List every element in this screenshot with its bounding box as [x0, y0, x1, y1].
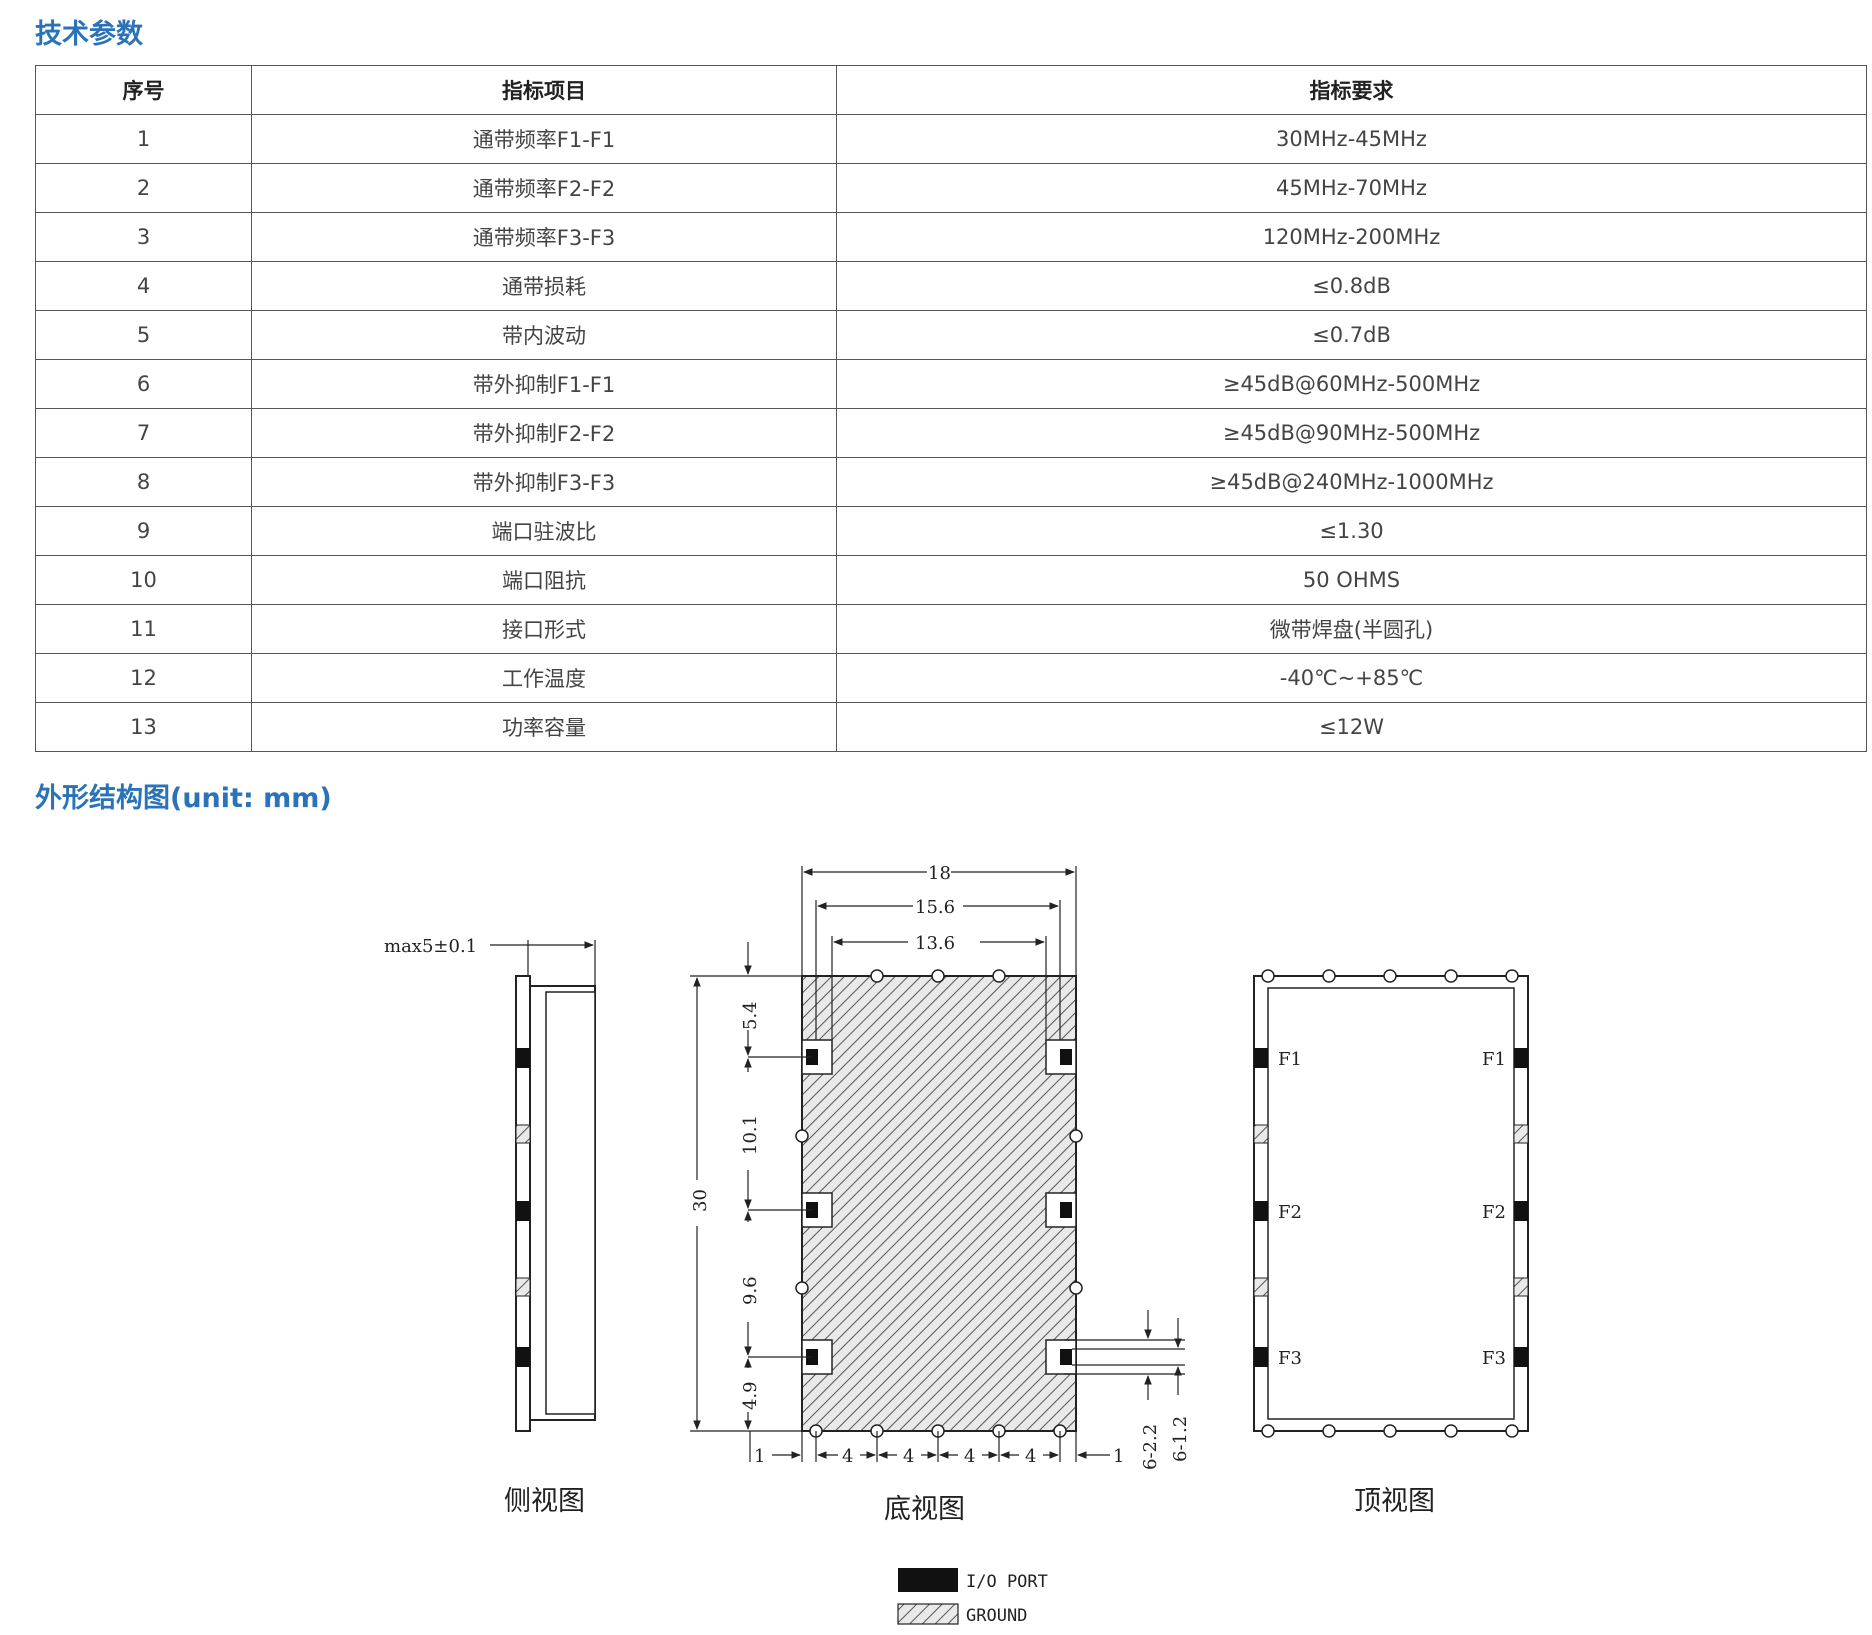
width-dim-15-6: 15.6 — [915, 897, 955, 918]
side-io-pad — [516, 1347, 530, 1367]
height-dim-30: 30 — [690, 1189, 711, 1212]
cell-item: 通带频率F2-F2 — [251, 163, 837, 213]
port-label-left-f1: F1 — [1278, 1049, 1302, 1070]
cell-index: 9 — [35, 506, 252, 556]
pad-dim-2-2: 6-2.2 — [1140, 1424, 1161, 1470]
cell-item: 通带损耗 — [251, 261, 837, 311]
bottom-dim-4: 4 — [964, 1446, 975, 1467]
cell-item: 通带频率F1-F1 — [251, 114, 837, 164]
cell-requirement: ≥45dB@60MHz-500MHz — [836, 359, 1867, 409]
side-ground-pad — [515, 1124, 531, 1144]
drawing-section-title: 外形结构图(unit: mm) — [35, 783, 332, 814]
cell-index: 7 — [35, 408, 252, 458]
cell-requirement: 120MHz-200MHz — [836, 212, 1867, 262]
cell-item: 端口阻抗 — [251, 555, 837, 605]
legend: I/O PORT GROUND — [897, 1568, 1048, 1626]
cell-requirement: ≥45dB@240MHz-1000MHz — [836, 457, 1867, 507]
bottom-dim-4: 4 — [903, 1446, 914, 1467]
cell-item: 通带频率F3-F3 — [251, 212, 837, 262]
cell-item: 接口形式 — [251, 604, 837, 654]
bottom-dim-1-right: 1 — [1113, 1446, 1124, 1467]
cell-requirement: ≤12W — [836, 702, 1867, 752]
pitch-dim-9-6: 9.6 — [740, 1276, 761, 1305]
width-dim-13-6: 13.6 — [915, 933, 955, 954]
port-label-right-f3: F3 — [1482, 1348, 1506, 1369]
cell-item: 带外抑制F2-F2 — [251, 408, 837, 458]
cell-requirement: ≤0.8dB — [836, 261, 1867, 311]
side-ground-pad — [515, 1277, 531, 1297]
cell-index: 3 — [35, 212, 252, 262]
cell-item: 带内波动 — [251, 310, 837, 360]
pitch-dim-5-4: 5.4 — [740, 1001, 761, 1030]
side-view: max5±0.1 侧视图 — [384, 936, 596, 1517]
side-io-pad — [516, 1048, 530, 1068]
pitch-dim-10-1: 10.1 — [740, 1115, 761, 1155]
cell-index: 8 — [35, 457, 252, 507]
width-dim-18: 18 — [928, 863, 951, 884]
cell-index: 10 — [35, 555, 252, 605]
port-label-left-f3: F3 — [1278, 1348, 1302, 1369]
bottom-view: 18 15.6 13.6 30 5.4 10.1 9.6 4.9 — [690, 863, 1191, 1525]
bottom-dim-4: 4 — [842, 1446, 853, 1467]
top-view: F1 F2 F3 F1 F2 F3 顶视图 — [1253, 969, 1529, 1517]
cell-requirement: ≤0.7dB — [836, 310, 1867, 360]
cell-item: 带外抑制F3-F3 — [251, 457, 837, 507]
port-label-right-f1: F1 — [1482, 1049, 1506, 1070]
cell-requirement: 50 OHMS — [836, 555, 1867, 605]
pitch-dim-4-9: 4.9 — [740, 1381, 761, 1410]
cell-item: 工作温度 — [251, 653, 837, 703]
pad-dim-1-2: 6-1.2 — [1170, 1416, 1191, 1462]
side-view-caption: 侧视图 — [504, 1486, 585, 1517]
cell-requirement: 微带焊盘(半圆孔) — [836, 604, 1867, 654]
side-io-pad — [516, 1201, 530, 1221]
cell-item: 带外抑制F1-F1 — [251, 359, 837, 409]
column-header-index: 序号 — [35, 65, 252, 115]
spec-section-title: 技术参数 — [35, 19, 143, 50]
bottom-dim-1-left: 1 — [754, 1446, 765, 1467]
bottom-dim-4: 4 — [1025, 1446, 1036, 1467]
cell-index: 1 — [35, 114, 252, 164]
cell-index: 11 — [35, 604, 252, 654]
port-label-left-f2: F2 — [1278, 1202, 1302, 1223]
cell-index: 2 — [35, 163, 252, 213]
side-height-dim: max5±0.1 — [384, 936, 477, 957]
port-label-right-f2: F2 — [1482, 1202, 1506, 1223]
legend-io-swatch — [898, 1568, 958, 1592]
top-view-caption: 顶视图 — [1354, 1486, 1435, 1517]
legend-ground-swatch — [897, 1603, 959, 1625]
cell-item: 功率容量 — [251, 702, 837, 752]
cell-requirement: -40℃~+85℃ — [836, 653, 1867, 703]
legend-ground-label: GROUND — [966, 1606, 1027, 1626]
bottom-view-caption: 底视图 — [884, 1494, 965, 1525]
column-header-requirement: 指标要求 — [836, 65, 1867, 115]
legend-io-label: I/O PORT — [966, 1572, 1048, 1592]
